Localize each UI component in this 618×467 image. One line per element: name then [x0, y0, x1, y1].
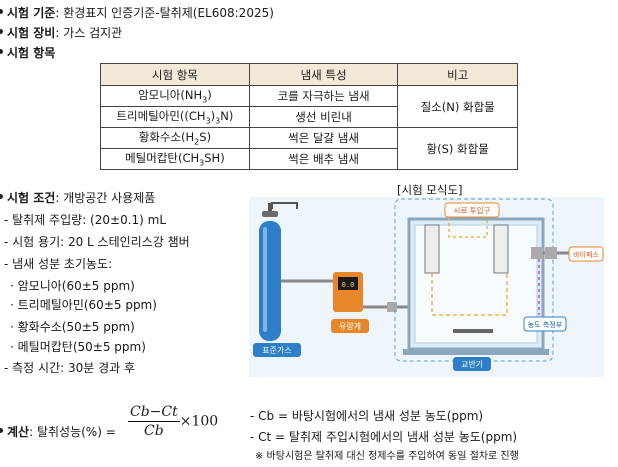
equipment-value: : 가스 검지관: [55, 26, 123, 40]
h2s-line: · 황화수소(50±5 ppm): [10, 320, 135, 334]
equipment-label: 시험 장비: [7, 26, 56, 40]
table-row: 암모니아(NH3) 코를 자극하는 냄새 질소(N) 화합물: [100, 85, 518, 128]
flow-path: [431, 273, 508, 316]
item-cell: 암모니아(NH3): [100, 85, 250, 107]
odor-cell: 썩은 달걀 냄새: [248, 127, 399, 149]
sample-inlet-tag: [444, 202, 500, 218]
conditions-label: 시험 조건: [7, 191, 56, 205]
formula-expression: Cb−Ct Cb ×100: [128, 404, 218, 439]
standard-value: : 환경표지 인증기준-탈취제(EL608:2025): [55, 6, 274, 20]
items-label: 시험 항목: [0, 46, 56, 60]
table-row: 트리메틸아민((CH3)3N) 생선 비린내: [100, 106, 518, 128]
formula-lhs: 계산: 탈취성능(%) =: [0, 423, 116, 440]
valve-icon: [387, 302, 397, 312]
conditions-value: : 개방공간 사용제품: [55, 191, 156, 205]
mm-line: · 메틸머캅탄(50±5 ppm): [10, 340, 146, 354]
numerator: Cb−Ct: [128, 404, 180, 422]
valve-icon: [531, 247, 543, 259]
table-header-cell: 냄새 특성: [248, 63, 399, 86]
inlet-path: [448, 211, 488, 238]
cylinder-valve: [271, 202, 298, 209]
diagram-title: [시험 모식도]: [397, 183, 463, 197]
note-cell-nitrogen: 질소(N) 화합물: [397, 85, 518, 128]
probe-icon: [424, 224, 509, 274]
formula-lhs-text: : 탈취성능(%) =: [29, 425, 116, 439]
bypass-label: 바이패스: [573, 250, 599, 259]
odor-cell: 코를 자극하는 냄새: [248, 85, 399, 107]
conditions-line: 시험 조건: 개방공간 사용제품: [0, 189, 156, 206]
stirrer-label: 교반기: [461, 360, 483, 369]
item-cell: 트리메틸아민((CH3)3N): [100, 106, 250, 128]
odor-cell: 썩은 배추 냄새: [248, 148, 399, 170]
bypass-tag: [568, 246, 604, 262]
item-cell: 황화수소(H2S): [100, 127, 250, 149]
note-cell-sulfur: 황(S) 화합물: [397, 127, 518, 170]
vessel-line: - 시험 용기: 20 L 스테인리스강 챔버: [4, 235, 190, 249]
dose-line: - 탈취제 주입량: (20±0.1) mL: [4, 213, 167, 227]
standard-line: 시험 기준: 환경표지 인증기준-탈취제(EL608:2025): [0, 4, 274, 21]
formula-label: 계산: [7, 425, 30, 439]
standard-gas-tag: [253, 343, 301, 357]
cb-definition: - Cb = 바탕시험에서의 냄새 성분 농도(ppm): [250, 409, 484, 423]
gas-cylinder-icon: [259, 203, 281, 341]
stirrer-tag: [453, 357, 491, 371]
test-setup-diagram: 표준가스 0.0 유량계 시료 투입구 교반기 바이패스 농도 측정부: [249, 197, 604, 377]
table-header-row: 시험 항목 냄새 특성 비고: [100, 63, 518, 86]
time-line: - 측정 시간: 30분 경과 후: [4, 361, 136, 375]
odor-cell: 생선 비린내: [248, 106, 399, 128]
footnote: ※ 바탕시험은 탈취제 대신 정제수를 주입하여 동일 절차로 진행: [255, 451, 519, 462]
item-cell: 메틸머캅탄(CH3SH): [100, 148, 250, 170]
standard-gas-label: 표준가스: [262, 346, 291, 355]
test-items-table: 시험 항목 냄새 특성 비고 암모니아(NH3) 코를 자극하는 냄새 질소(N…: [100, 63, 518, 170]
table-row: 메틸머캅탄(CH3SH) 썩은 배추 냄새: [100, 148, 518, 170]
stirrer-icon: [453, 329, 493, 333]
ct-definition: - Ct = 탈취제 주입시험에서의 냄새 성분 농도(ppm): [250, 430, 518, 444]
equipment-line: 시험 장비: 가스 검지관: [0, 24, 123, 41]
multiplier: ×100: [179, 413, 219, 430]
table-header-cell: 비고: [397, 63, 518, 86]
flowmeter-display: 0.0: [342, 281, 355, 289]
initial-line: - 냄새 성분 초기농도:: [4, 257, 113, 271]
flowmeter-icon: [333, 272, 363, 312]
tma-line: · 트리메틸아민(60±5 ppm): [10, 298, 157, 312]
standard-label: 시험 기준: [7, 6, 56, 20]
valve-icon: [545, 247, 557, 259]
sample-inlet-label: 시료 투입구: [454, 206, 491, 215]
denominator: Cb: [144, 423, 164, 439]
fraction: Cb−Ct Cb: [128, 404, 180, 439]
measure-tag: [523, 316, 567, 332]
measure-label: 농도 측정부: [528, 320, 563, 329]
ammonia-line: · 암모니아(60±5 ppm): [10, 279, 135, 293]
table-row: 황화수소(H2S) 썩은 달걀 냄새 황(S) 화합물: [100, 127, 518, 170]
flowmeter-label: 유량계: [339, 321, 361, 331]
table-header-cell: 시험 항목: [100, 63, 250, 86]
flowmeter-tag: [331, 319, 369, 333]
